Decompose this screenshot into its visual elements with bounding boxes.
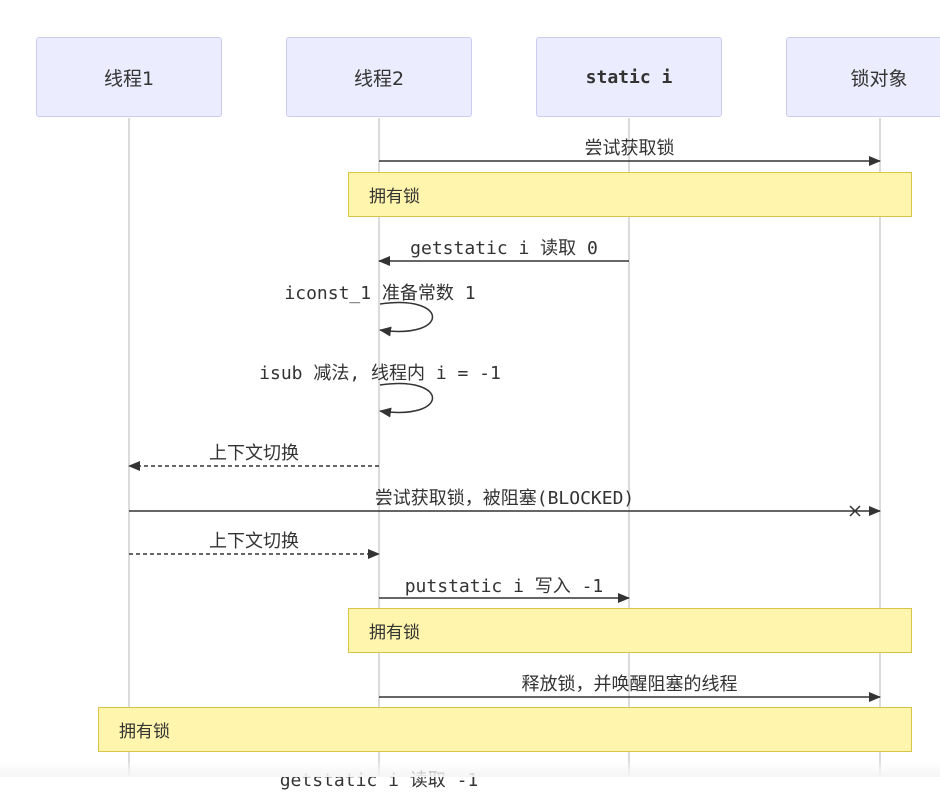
actor-lock-object: 锁对象 [786,37,940,117]
note-has-lock-1: 拥有锁 [348,172,912,217]
message-label-m1: 尝试获取锁 [584,138,675,159]
message-label-m2: getstatic i 读取 0 [410,238,598,259]
message-label-m5: 上下文切换 [209,443,299,464]
note-has-lock-3: 拥有锁 [98,707,912,752]
message-label-m3: iconst_1 准备常数 1 [284,283,476,304]
bottom-fade [0,762,940,777]
message-label-m4: isub 减法, 线程内 i = -1 [259,363,501,384]
actor-thread1: 线程1 [36,37,222,117]
actor-static-i: static i [536,37,722,117]
arrow-m3 [379,301,434,337]
message-label-m9: 释放锁，并唤醒阻塞的线程 [521,674,738,695]
arrow-m4 [379,382,434,418]
message-label-m6: 尝试获取锁，被阻塞(BLOCKED) [374,488,635,509]
actor-thread2: 线程2 [286,37,472,117]
message-label-m7: 上下文切换 [209,531,299,552]
blocked-cross-icon [849,505,861,517]
message-label-m8: putstatic i 写入 -1 [404,576,604,597]
note-has-lock-2: 拥有锁 [348,608,912,653]
